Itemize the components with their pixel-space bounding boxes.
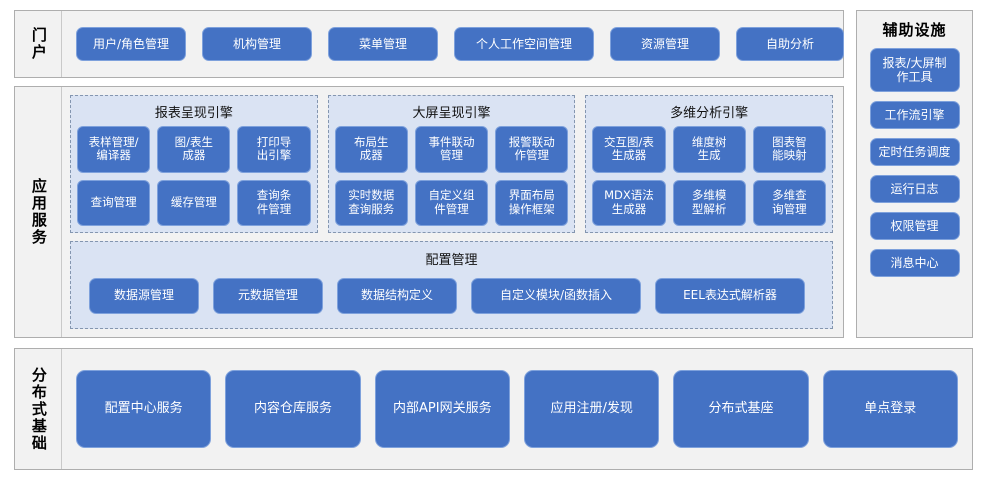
base-item-sso[interactable]: 单点登录 [822, 370, 958, 448]
engine-multidim-item-chart-smart-mapping[interactable]: 图表智 能映射 [752, 126, 827, 173]
engine-report-item-template-manager[interactable]: 表样管理/ 编译器 [77, 126, 151, 173]
portal-band-label: 门户 [15, 11, 62, 77]
aux-item-message-center[interactable]: 消息中心 [869, 249, 960, 277]
engine-report-item-query-manager[interactable]: 查询管理 [77, 179, 151, 226]
engine-bigscreen-item-event-linkage[interactable]: 事件联动 管理 [414, 126, 489, 173]
engine-bigscreen-item-custom-component[interactable]: 自定义组 件管理 [414, 179, 489, 226]
portal-item-self-service-analysis[interactable]: 自助分析 [736, 27, 844, 61]
application-services-section: 应用服务 报表呈现引擎 表样管理/ 编译器 图/表生 成器 打印导 出引擎 查询… [14, 86, 844, 338]
engine-bigscreen-title: 大屏呈现引擎 [412, 106, 491, 121]
engine-bigscreen-item-layout-generator[interactable]: 布局生 成器 [334, 126, 408, 173]
base-item-content-repository[interactable]: 内容仓库服务 [225, 370, 361, 448]
aux-item-workflow-engine[interactable]: 工作流引擎 [869, 101, 960, 129]
aux-title: 辅助设施 [882, 21, 947, 39]
distributed-base-band-label: 分布式基础 [15, 349, 62, 469]
portal-item-user-role[interactable]: 用户/角色管理 [76, 27, 186, 61]
portal-item-menu[interactable]: 菜单管理 [328, 27, 438, 61]
engine-bigscreen-grid: 布局生 成器 事件联动 管理 报警联动 作管理 实时数据 查询服务 自定义组 件… [334, 126, 569, 226]
config-item-metadata[interactable]: 元数据管理 [213, 277, 323, 314]
application-services-content: 报表呈现引擎 表样管理/ 编译器 图/表生 成器 打印导 出引擎 查询管理 缓存… [62, 87, 843, 337]
portal-item-workspace[interactable]: 个人工作空间管理 [454, 27, 594, 61]
config-item-eel-expression-parser[interactable]: EEL表达式解析器 [655, 277, 805, 314]
engine-multidim: 多维分析引擎 交互图/表 生成器 维度树 生成 图表智 能映射 MDX语法 生成… [585, 95, 834, 233]
engine-report-item-print-export-engine[interactable]: 打印导 出引擎 [237, 126, 311, 173]
base-item-config-center[interactable]: 配置中心服务 [76, 370, 212, 448]
engine-bigscreen: 大屏呈现引擎 布局生 成器 事件联动 管理 报警联动 作管理 实时数据 查询服务… [327, 95, 576, 233]
config-management-row: 数据源管理 元数据管理 数据结构定义 自定义模块/函数插入 EEL表达式解析器 [79, 275, 824, 320]
engine-multidim-item-mdx-generator[interactable]: MDX语法 生成器 [592, 179, 666, 226]
distributed-base-section: 分布式基础 配置中心服务 内容仓库服务 内部API网关服务 应用注册/发现 分布… [14, 348, 973, 470]
config-item-data-structure[interactable]: 数据结构定义 [337, 277, 457, 314]
engine-report-item-chart-table-generator[interactable]: 图/表生 成器 [157, 126, 231, 173]
aux-facilities-section: 辅助设施 报表/大屏制 作工具 工作流引擎 定时任务调度 运行日志 权限管理 消… [856, 10, 973, 338]
engine-multidim-grid: 交互图/表 生成器 维度树 生成 图表智 能映射 MDX语法 生成器 多维模 型… [592, 126, 827, 226]
config-item-custom-module-function[interactable]: 自定义模块/函数插入 [471, 277, 641, 314]
config-item-datasource[interactable]: 数据源管理 [89, 277, 199, 314]
portal-item-resource[interactable]: 资源管理 [610, 27, 720, 61]
engine-multidim-item-model-parser[interactable]: 多维模 型解析 [672, 179, 746, 226]
distributed-base-label-text: 分布式基础 [29, 366, 48, 452]
app-services-band-label: 应用服务 [15, 87, 62, 337]
engine-multidim-title: 多维分析引擎 [670, 106, 749, 121]
engine-multidim-item-query-manager[interactable]: 多维查 询管理 [752, 179, 827, 226]
engine-multidim-item-dimension-tree[interactable]: 维度树 生成 [672, 126, 746, 173]
config-management-title: 配置管理 [425, 253, 478, 268]
engine-bigscreen-item-ui-layout-framework[interactable]: 界面布局 操作框架 [495, 179, 569, 226]
distributed-base-row: 配置中心服务 内容仓库服务 内部API网关服务 应用注册/发现 分布式基座 单点… [62, 349, 972, 469]
engine-report-grid: 表样管理/ 编译器 图/表生 成器 打印导 出引擎 查询管理 缓存管理 查询条 … [77, 126, 311, 226]
engine-bigscreen-item-realtime-query-service[interactable]: 实时数据 查询服务 [334, 179, 408, 226]
engine-report-item-query-condition-manager[interactable]: 查询条 件管理 [237, 179, 311, 226]
base-item-internal-api-gateway[interactable]: 内部API网关服务 [374, 370, 510, 448]
engine-multidim-item-interactive-chart-generator[interactable]: 交互图/表 生成器 [592, 126, 666, 173]
aux-item-report-screen-tool[interactable]: 报表/大屏制 作工具 [869, 48, 960, 92]
base-item-app-registry-discovery[interactable]: 应用注册/发现 [523, 370, 660, 448]
engine-report: 报表呈现引擎 表样管理/ 编译器 图/表生 成器 打印导 出引擎 查询管理 缓存… [70, 95, 318, 233]
aux-item-run-log[interactable]: 运行日志 [869, 175, 960, 203]
engines-row: 报表呈现引擎 表样管理/ 编译器 图/表生 成器 打印导 出引擎 查询管理 缓存… [70, 95, 834, 233]
config-management-panel: 配置管理 数据源管理 元数据管理 数据结构定义 自定义模块/函数插入 EEL表达… [70, 241, 833, 329]
engine-bigscreen-item-alarm-linkage-action[interactable]: 报警联动 作管理 [495, 126, 569, 173]
aux-item-permission[interactable]: 权限管理 [869, 212, 960, 240]
engine-report-title: 报表呈现引擎 [154, 106, 233, 121]
portal-item-org[interactable]: 机构管理 [202, 27, 312, 61]
app-services-label-text: 应用服务 [29, 178, 48, 246]
portal-section: 门户 用户/角色管理 机构管理 菜单管理 个人工作空间管理 资源管理 自助分析 [14, 10, 844, 78]
base-item-distributed-foundation[interactable]: 分布式基座 [673, 370, 809, 448]
aux-item-scheduled-task[interactable]: 定时任务调度 [869, 138, 960, 166]
engine-report-item-cache-manager[interactable]: 缓存管理 [157, 179, 231, 226]
portal-label-text: 门户 [29, 27, 48, 61]
portal-button-row: 用户/角色管理 机构管理 菜单管理 个人工作空间管理 资源管理 自助分析 [62, 27, 858, 61]
